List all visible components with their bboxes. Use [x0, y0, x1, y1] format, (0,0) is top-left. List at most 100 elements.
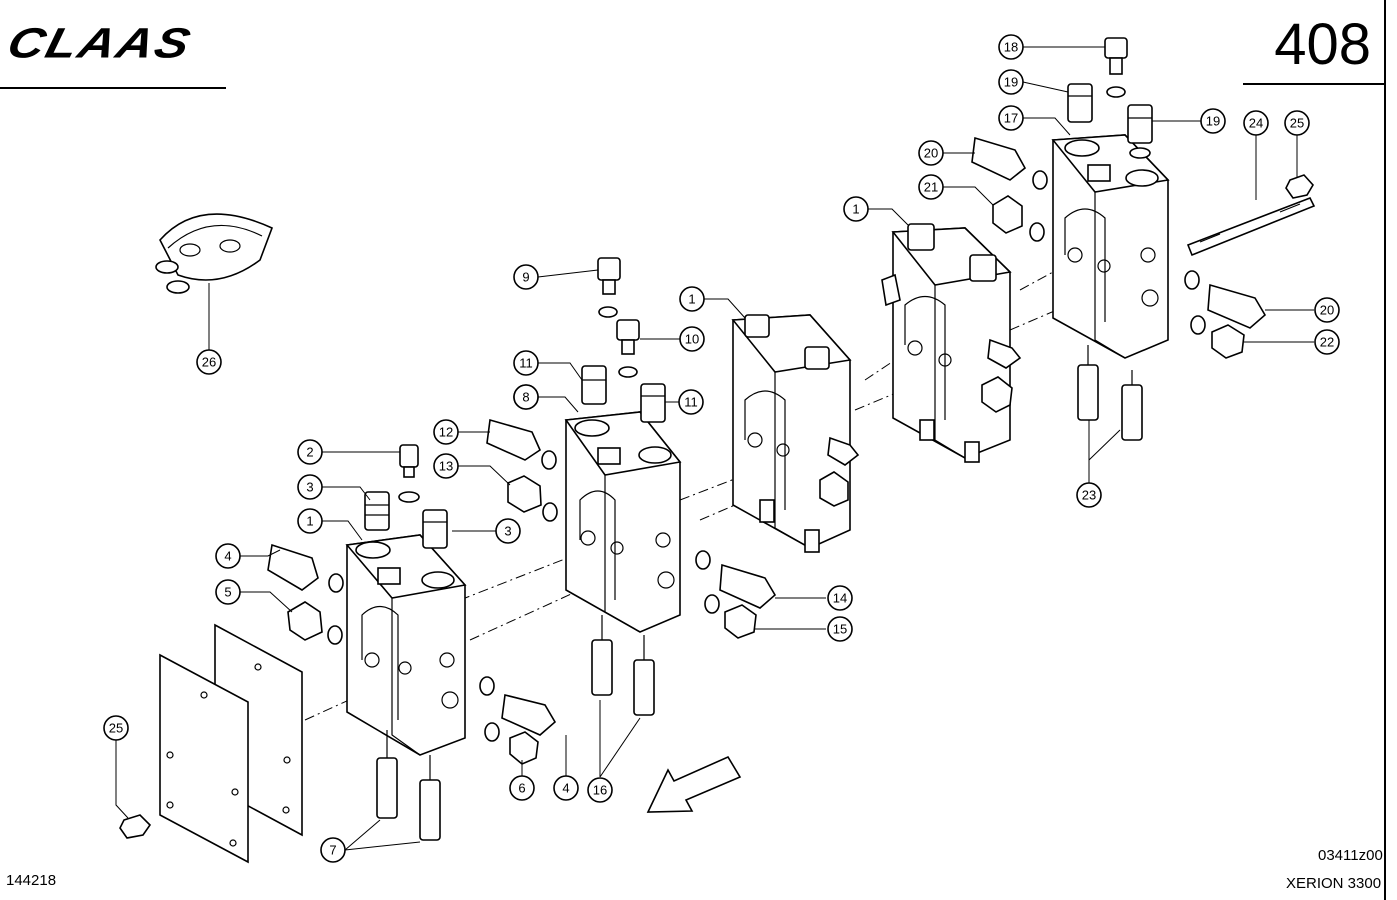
header-rule-right — [1243, 83, 1384, 85]
callout-9: 9 — [513, 264, 539, 290]
coupling-4-left — [267, 543, 344, 593]
svg-text:25: 25 — [1290, 116, 1304, 131]
svg-text:13: 13 — [439, 459, 453, 474]
cartridge-valve-3a — [364, 491, 390, 531]
callout-bubbles: 1 1 1 11 2 3 3 4 4 5 6 7 8 9 10 11 11 12… — [103, 34, 1340, 863]
svg-text:3: 3 — [504, 524, 511, 539]
valve-block-a — [345, 534, 467, 756]
frame-right-border — [1384, 0, 1386, 900]
svg-text:25: 25 — [109, 721, 123, 736]
svg-text:9: 9 — [522, 270, 529, 285]
header-rule-left — [0, 87, 226, 89]
cartridge-valve-3b — [422, 509, 448, 549]
svg-text:19: 19 — [1206, 114, 1220, 129]
callout-10: 10 — [679, 326, 705, 352]
svg-text:24: 24 — [1249, 116, 1263, 131]
plug-21 — [992, 195, 1045, 242]
callout-3-right: 3 — [495, 518, 521, 544]
page-number: 408 — [1274, 12, 1371, 77]
figure-number: 144218 — [6, 872, 57, 889]
callout-1-block-d: 1 — [843, 196, 869, 222]
svg-text:21: 21 — [924, 180, 938, 195]
valve-block-d — [881, 223, 1022, 463]
check-valve-2 — [398, 444, 420, 503]
callout-18: 18 — [998, 34, 1024, 60]
callout-23: 23 — [1076, 482, 1102, 508]
svg-text:8: 8 — [522, 390, 529, 405]
valve-block-e — [1051, 134, 1170, 359]
svg-text:4: 4 — [224, 549, 231, 564]
svg-text:3: 3 — [306, 480, 313, 495]
drawing-code: 03411z00 — [1318, 847, 1383, 864]
direction-arrow — [646, 755, 742, 813]
solenoid-16b — [633, 635, 655, 716]
plug-15 — [724, 604, 757, 639]
solenoid-23a — [1077, 345, 1099, 421]
svg-text:1: 1 — [688, 292, 695, 307]
tie-rod-24 — [1186, 196, 1316, 257]
callout-11-right: 11 — [678, 389, 704, 415]
check-valve-10 — [616, 319, 640, 378]
svg-text:4: 4 — [562, 781, 569, 796]
plug-22 — [1211, 324, 1245, 359]
callout-25-left: 25 — [103, 715, 129, 741]
callout-24: 24 — [1243, 110, 1269, 136]
svg-text:11: 11 — [684, 395, 698, 410]
valve-block-b — [564, 411, 682, 633]
svg-text:12: 12 — [439, 425, 453, 440]
solenoid-16a — [591, 615, 613, 696]
svg-text:16: 16 — [593, 783, 607, 798]
svg-text:20: 20 — [924, 146, 938, 161]
valve-block-c — [731, 314, 860, 553]
callout-19-right: 19 — [1200, 108, 1226, 134]
svg-text:1: 1 — [306, 514, 313, 529]
callout-8: 8 — [513, 384, 539, 410]
callout-4-right: 4 — [553, 775, 579, 801]
cartridge-valve-11b — [640, 383, 666, 423]
cartridge-valve-19b — [1127, 104, 1153, 159]
coupling-12 — [486, 418, 557, 470]
model-name: XERION 3300 — [1286, 875, 1382, 892]
solenoid-23b — [1121, 370, 1143, 441]
svg-text:10: 10 — [685, 332, 699, 347]
plug-6 — [509, 731, 539, 765]
leader-lines — [115, 46, 1314, 851]
svg-text:1: 1 — [852, 202, 859, 217]
coupling-4-right — [479, 676, 557, 742]
svg-text:22: 22 — [1320, 335, 1334, 350]
cover-plate-front — [159, 653, 249, 864]
callout-4-left: 4 — [215, 543, 241, 569]
svg-text:11: 11 — [519, 356, 533, 371]
callout-22: 22 — [1314, 329, 1340, 355]
callout-25-right: 25 — [1284, 110, 1310, 136]
callout-3-left: 3 — [297, 474, 323, 500]
callout-2: 2 — [297, 439, 323, 465]
solenoid-7a — [376, 730, 398, 819]
callout-1-block-b: 1 — [679, 286, 705, 312]
svg-text:5: 5 — [224, 585, 231, 600]
svg-text:23: 23 — [1082, 488, 1096, 503]
callout-7: 7 — [320, 837, 346, 863]
svg-text:15: 15 — [833, 622, 847, 637]
svg-text:6: 6 — [518, 781, 525, 796]
svg-text:26: 26 — [202, 355, 216, 370]
callout-20-left: 20 — [918, 140, 944, 166]
callout-5: 5 — [215, 579, 241, 605]
svg-text:20: 20 — [1320, 303, 1334, 318]
callout-13: 13 — [433, 453, 459, 479]
callout-26: 26 — [196, 349, 222, 375]
callout-1-block-a: 1 — [297, 508, 323, 534]
callout-17: 17 — [998, 105, 1024, 131]
svg-text:19: 19 — [1004, 75, 1018, 90]
svg-text:17: 17 — [1004, 111, 1018, 126]
svg-text:14: 14 — [833, 591, 847, 606]
callout-14: 14 — [827, 585, 853, 611]
callout-21: 21 — [918, 174, 944, 200]
seal-kit-bag — [155, 213, 274, 294]
nut-part-25-left — [119, 814, 152, 839]
plug-5 — [287, 601, 343, 645]
callout-20-right: 20 — [1314, 297, 1340, 323]
callout-15: 15 — [827, 616, 853, 642]
callout-6: 6 — [509, 775, 535, 801]
